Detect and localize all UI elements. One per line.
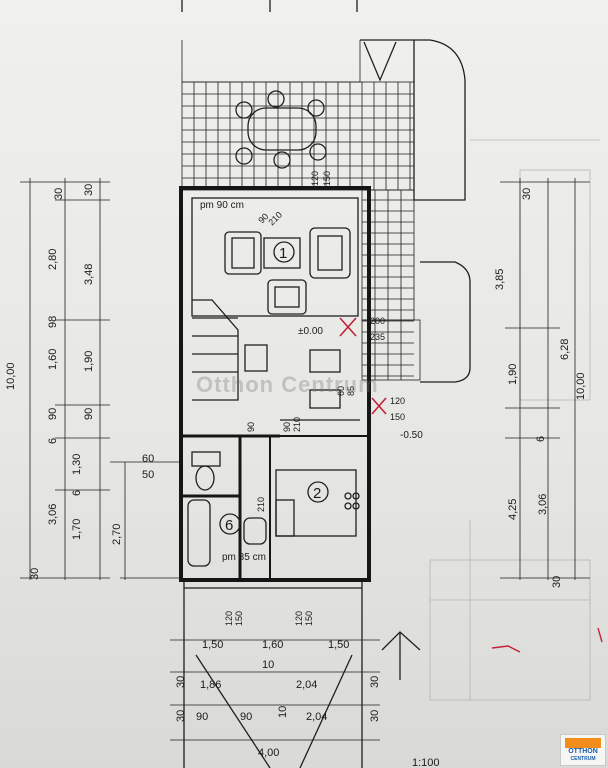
bottom-total: 4,00	[258, 747, 279, 759]
bottom-r3-90a: 90	[196, 711, 208, 723]
adjacent-plan-faint	[429, 139, 600, 701]
building-walls	[179, 186, 371, 582]
terrace-tile-grid	[182, 82, 414, 190]
door-label-top: pm 90 cm	[200, 200, 244, 211]
level-main-label: ±0.00	[298, 326, 323, 337]
mark-120-br: 120	[294, 611, 304, 626]
mark-85: 85	[346, 386, 356, 396]
mark-235: 235	[370, 332, 385, 342]
top-markers	[181, 0, 397, 82]
bottom-r2-30-left: 30	[175, 676, 187, 688]
logo-accent-bar	[565, 738, 601, 748]
watermark-text: Otthon Centrum	[196, 372, 379, 397]
red-marks	[491, 627, 603, 653]
left-dim-160: 1,60	[47, 349, 59, 370]
left-dim-306: 3,06	[47, 504, 59, 525]
left-dim-6: 6	[47, 438, 59, 444]
bottom-r2-204: 2,04	[296, 679, 317, 691]
left2-dim-6: 6	[71, 490, 83, 496]
bottom-r2-30-right: 30	[369, 676, 381, 688]
bottom-r3-30-left: 30	[175, 710, 187, 722]
right-dim-30-top: 30	[521, 188, 533, 200]
bottom-r3-10: 10	[277, 706, 289, 718]
left2-dim-170: 1,70	[71, 519, 83, 540]
bathroom-fixtures	[187, 451, 267, 567]
left-dim-98: 98	[47, 316, 59, 328]
right-dim-425: 4,25	[507, 499, 519, 520]
left2-dim-130: 1,30	[71, 454, 83, 475]
left2-dim-348: 3,48	[83, 264, 95, 285]
right-dim-30-bottom: 30	[551, 576, 563, 588]
room-number-6: 6	[225, 517, 233, 534]
right-dim-190: 1,90	[507, 364, 519, 385]
mark-150-top: 150	[322, 171, 332, 186]
left-dimension-labels: 10,00 30 2,80 98 1,60 90 6 3,06 30 3,48 …	[5, 184, 154, 580]
bottom-terrace	[183, 582, 421, 768]
mark-60: 60	[336, 386, 346, 396]
left3-dim-50: 50	[142, 469, 154, 481]
door-label-bottom: pm 85 cm	[222, 552, 266, 563]
bottom-r3-90b: 90	[240, 711, 252, 723]
left-dim-90: 90	[47, 408, 59, 420]
room-number-2: 2	[313, 485, 321, 502]
plan-labels: pm 90 cm pm 85 cm ±0.00 -0.50	[200, 200, 423, 563]
left-outer-total: 10,00	[5, 362, 17, 390]
kitchen-fixtures	[275, 469, 360, 537]
mark-210b: 210	[292, 417, 302, 432]
mark-120-right: 120	[390, 396, 405, 406]
dining-table	[235, 90, 327, 169]
left-dimension-lines	[20, 178, 180, 580]
room-number-1: 1	[279, 245, 287, 262]
interior-lines	[191, 197, 360, 421]
mark-210: 210	[266, 210, 284, 228]
bottom-r2-10: 10	[262, 659, 274, 671]
mark-150-right: 150	[390, 412, 405, 422]
mark-200: 200	[370, 316, 385, 326]
left3-dim-60: 60	[142, 453, 154, 465]
garden-area	[181, 39, 466, 201]
right2-dim-306: 3,06	[537, 494, 549, 515]
left-dim-30-bottom: 30	[29, 568, 41, 580]
left-dim-30-top: 30	[53, 188, 65, 200]
mark-90b: 90	[282, 422, 292, 432]
logo-line2: CENTRUM	[570, 756, 596, 762]
bottom-r3-204: 2,04	[306, 711, 327, 723]
terrace-tiles	[181, 81, 415, 191]
mark-120-top: 120	[310, 171, 320, 186]
mark-120-bl: 120	[224, 611, 234, 626]
left-dim-280: 2,80	[47, 249, 59, 270]
mark-90c: 90	[246, 422, 256, 432]
room-numbers: 1 2 6	[219, 241, 329, 535]
right-outer-total: 10,00	[575, 372, 587, 400]
door-markers	[339, 317, 387, 415]
living-room-furniture	[224, 227, 351, 315]
left2-dim-190: 1,90	[83, 351, 95, 372]
scale-label: 1:100	[412, 757, 440, 768]
right-dim-6: 6	[535, 436, 547, 442]
bottom-dimension-labels: 1,50 1,60 1,50 30 1,86 10 2,04 30 30 90 …	[175, 639, 440, 768]
bottom-r1-160: 1,60	[262, 639, 283, 651]
bottom-r2-186: 1,86	[200, 679, 221, 691]
left3-dim-270: 2,70	[111, 524, 123, 545]
right2-dim-628: 6,28	[559, 339, 571, 360]
right-dimension-labels: 10,00 30 3,85 1,90 6 4,25 30 6,28 3,06	[494, 188, 587, 588]
bottom-r3-30-right: 30	[369, 710, 381, 722]
mark-150-br: 150	[304, 611, 314, 626]
level-out-label: -0.50	[400, 430, 423, 441]
logo-line1: OTTHON	[568, 748, 598, 755]
right-dimension-lines	[500, 178, 590, 580]
mark-150-bl: 150	[234, 611, 244, 626]
bottom-dimension-lines	[170, 639, 380, 741]
right-dim-385: 3,85	[494, 269, 506, 290]
otthon-centrum-logo: OTTHON CENTRUM	[560, 734, 606, 766]
left2-dim-30: 30	[83, 184, 95, 196]
bottom-r1-150-left: 1,50	[202, 639, 223, 651]
mark-210c: 210	[256, 497, 266, 512]
bottom-r1-150-right: 1,50	[328, 639, 349, 651]
left2-dim-90: 90	[83, 408, 95, 420]
side-balcony	[420, 261, 471, 383]
side-step-lines	[362, 190, 414, 380]
